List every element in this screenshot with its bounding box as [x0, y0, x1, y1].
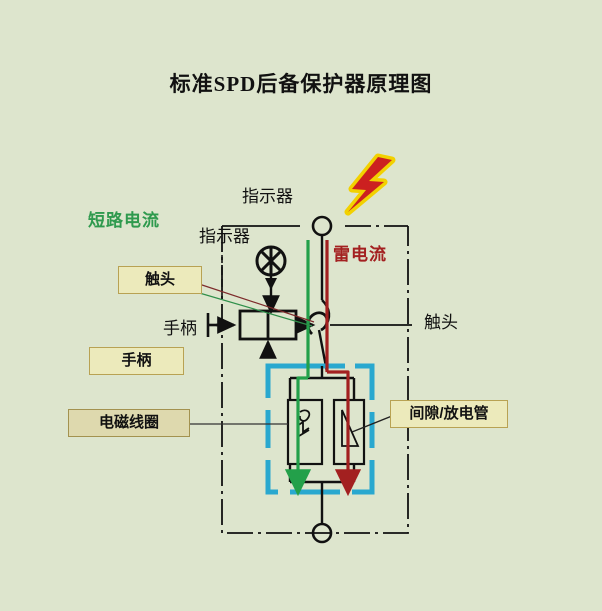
thermal-coil-symbol-icon [296, 409, 311, 437]
lightning-bolt-icon [344, 153, 396, 216]
mechanism-box-icon [216, 309, 316, 359]
spark-gap-symbol-icon [341, 409, 360, 447]
spd-module-highlight [265, 363, 375, 495]
enclosure-boundary [221, 225, 409, 534]
label-indicator-top: 指示器 [242, 187, 293, 206]
callout-contact[interactable]: 触头 [118, 266, 202, 294]
label-handle-inline: 手柄 [163, 319, 197, 338]
terminal-node-icon-top [311, 215, 333, 300]
label-contact-right: 触头 [424, 313, 458, 332]
lightning-current-path [325, 240, 362, 497]
callout-gap-tube[interactable]: 间隙/放电管 [390, 400, 508, 428]
callout-leaders [190, 282, 393, 433]
page-title: 标准SPD后备保护器原理图 [169, 72, 433, 96]
label-lightning-current: 雷电流 [333, 245, 387, 264]
handle-symbol-icon [206, 313, 219, 337]
label-indicator-left: 指示器 [199, 227, 250, 246]
spd-inner-circuit [286, 366, 366, 496]
callout-handle[interactable]: 手柄 [89, 347, 184, 375]
label-short-circuit-current: 短路电流 [88, 211, 160, 230]
indicator-lamp-icon [255, 245, 287, 315]
callout-coil[interactable]: 电磁线圈 [68, 409, 190, 437]
short-circuit-current-path [284, 240, 312, 497]
movable-contact-icon [306, 299, 331, 373]
terminal-node-icon-bottom [311, 496, 333, 544]
